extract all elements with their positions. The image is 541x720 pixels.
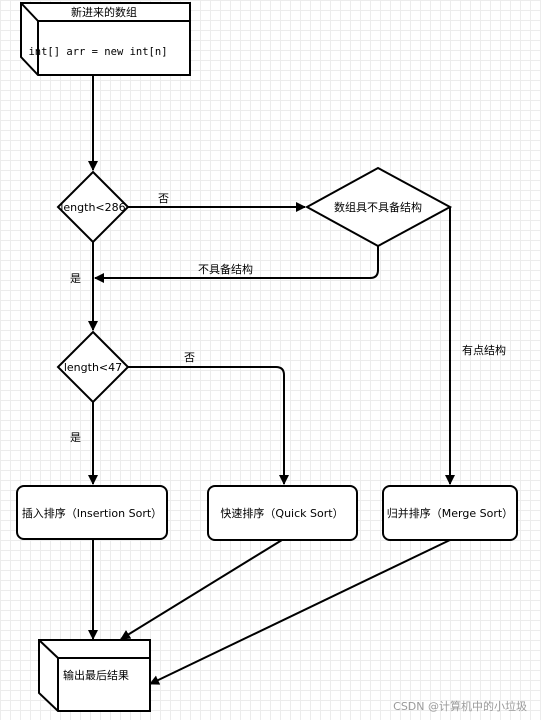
edge-quick-to-output <box>120 539 283 640</box>
quick-sort-label: 快速排序（Quick Sort） <box>220 506 343 520</box>
decision-structure: 数组具不具备结构 <box>304 166 453 248</box>
merge-sort-node: 归并排序（Merge Sort） <box>382 485 518 541</box>
merge-sort-label: 归并排序（Merge Sort） <box>387 506 513 520</box>
edge-labels: 否 不具备结构 是 否 有点结构 是 <box>70 192 506 444</box>
edges <box>88 75 455 685</box>
decision-length-286-label: length<286 <box>60 201 125 214</box>
decision-length-47: length<47 <box>56 330 130 404</box>
quick-sort-node: 快速排序（Quick Sort） <box>207 485 358 541</box>
insertion-sort-label: 插入排序（Insertion Sort） <box>22 506 162 520</box>
edge-label-yes-2: 是 <box>70 431 81 444</box>
edge-merge-to-output <box>149 539 451 685</box>
decision-length-47-label: length<47 <box>64 361 122 374</box>
edge-label-no-1: 否 <box>158 192 169 205</box>
decision-length-286: length<286 <box>56 170 130 244</box>
start-node-title: 新进来的数组 <box>71 5 137 19</box>
edge-label-no-structure: 不具备结构 <box>198 262 253 276</box>
output-node-label: 输出最后结果 <box>63 668 129 682</box>
edge-label-no-2: 否 <box>184 351 195 364</box>
output-node: 输出最后结果 <box>38 639 151 712</box>
decision-structure-label: 数组具不具备结构 <box>334 200 422 214</box>
watermark: CSDN @计算机中的小垃圾 <box>393 700 527 713</box>
edge-d2-to-mainline <box>94 246 379 283</box>
insertion-sort-node: 插入排序（Insertion Sort） <box>16 485 168 540</box>
start-node-code: int[] arr = new int[n] <box>28 46 167 58</box>
edge-label-yes-1: 是 <box>70 272 81 285</box>
edge-label-has-structure: 有点结构 <box>462 343 506 357</box>
edge-d3-to-quick <box>128 366 289 485</box>
start-node: 新进来的数组 int[] arr = new int[n] <box>20 2 191 76</box>
